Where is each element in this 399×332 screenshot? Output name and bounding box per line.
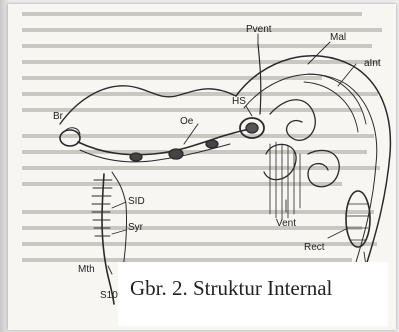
- label-rect: Rect: [304, 242, 325, 253]
- label-s10: S10: [100, 290, 118, 301]
- label-aint: aInt: [364, 58, 381, 69]
- figure-caption: Gbr. 2. Struktur Internal: [130, 276, 332, 301]
- label-sid: SID: [128, 196, 145, 207]
- label-pvent: Pvent: [246, 24, 272, 35]
- label-br: Br: [53, 111, 64, 122]
- label-syr: Syr: [128, 222, 144, 233]
- label-hs: HS: [232, 96, 246, 107]
- label-mth: Mth: [78, 264, 95, 275]
- label-mal: Mal: [330, 32, 346, 43]
- label-oe: Oe: [180, 116, 194, 127]
- label-vent: Vent: [276, 218, 296, 229]
